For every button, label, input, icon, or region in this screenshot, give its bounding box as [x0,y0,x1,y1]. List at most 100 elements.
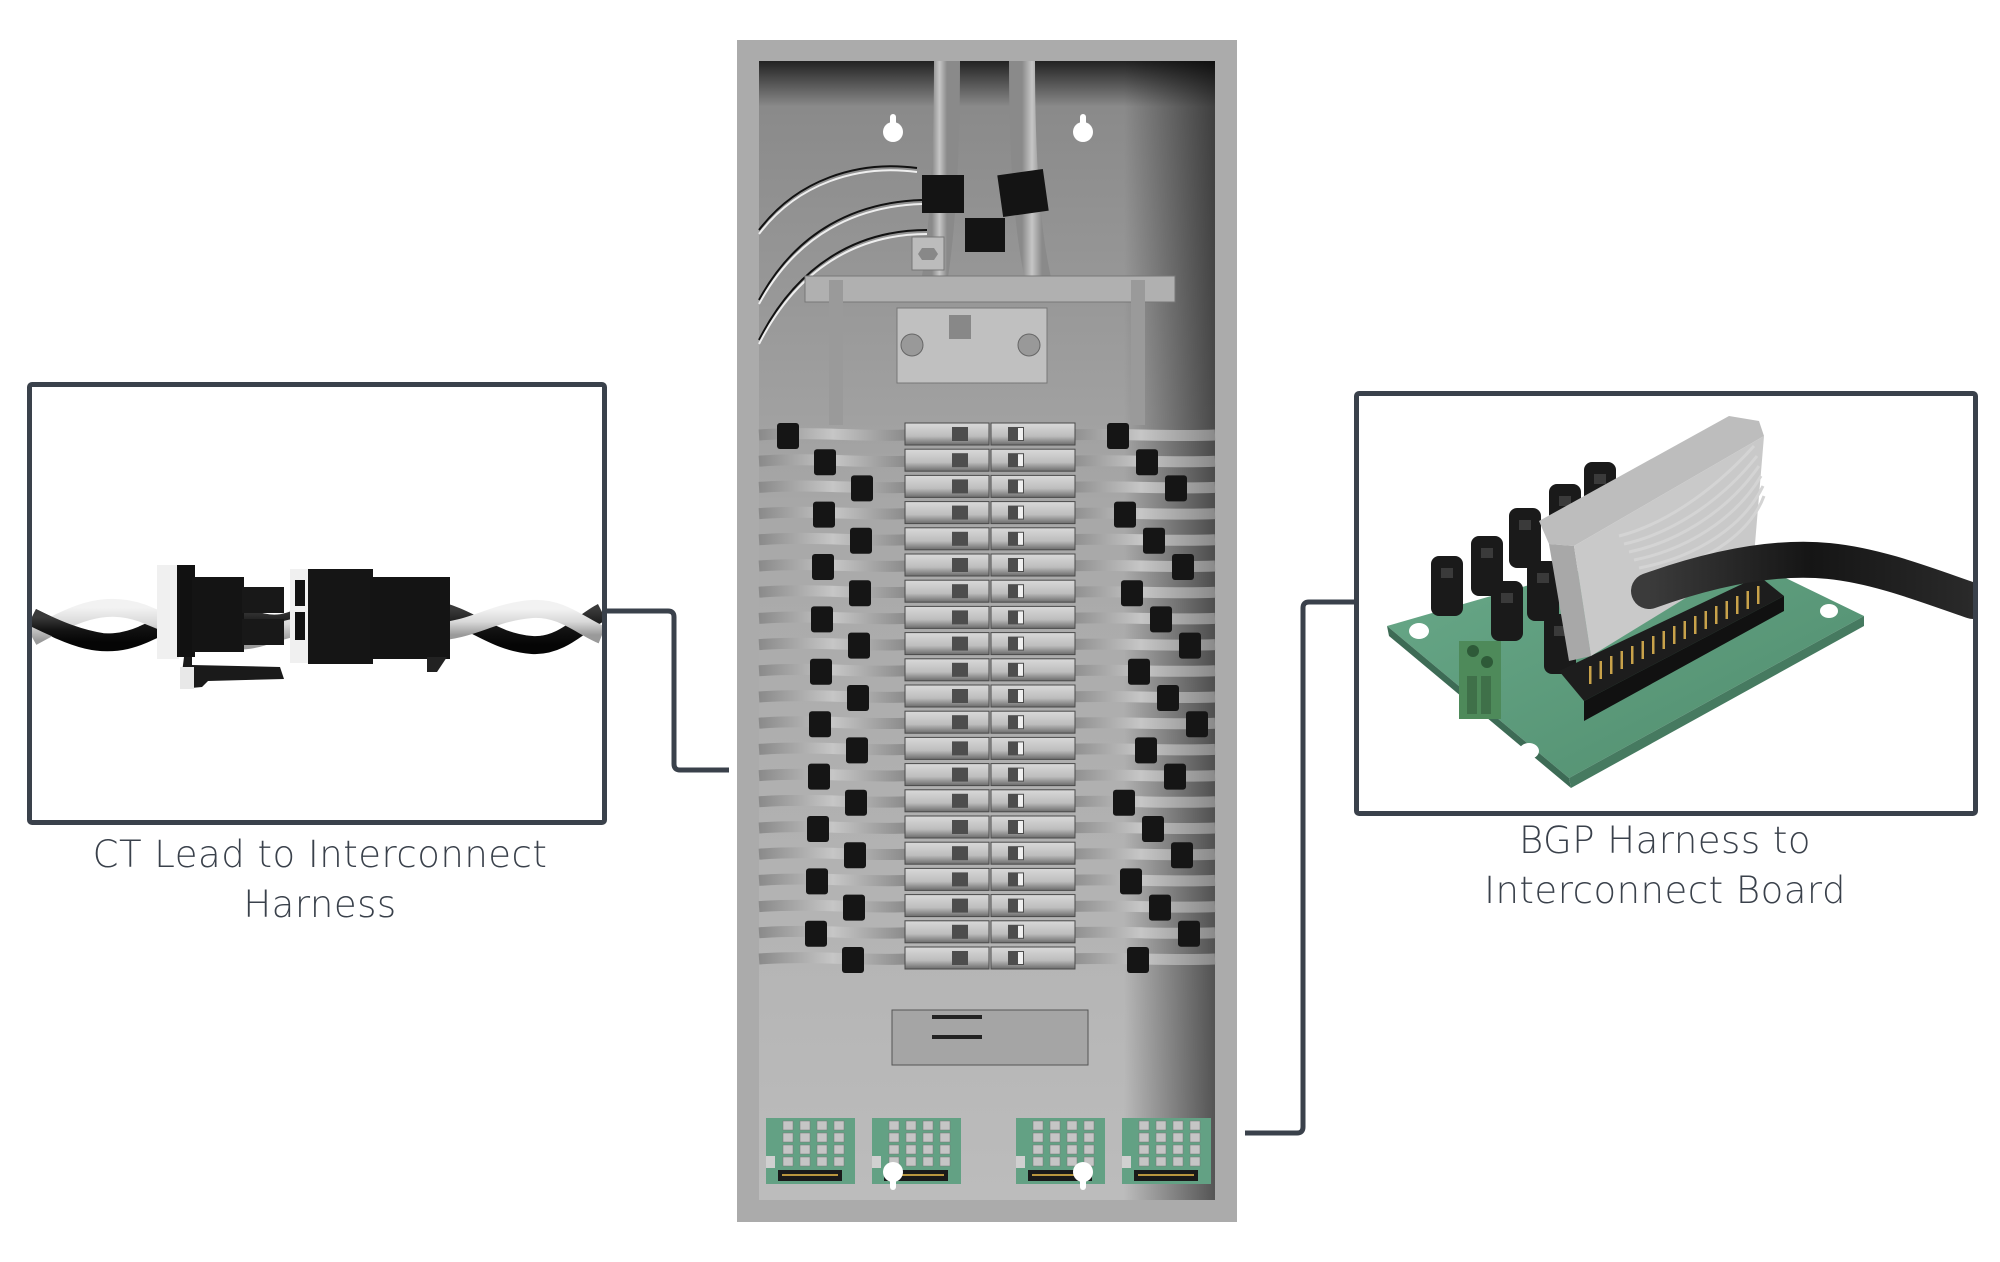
breaker-handle [952,924,968,939]
ct-sensor [849,580,871,607]
ct-jack [1083,1132,1095,1143]
breaker-right [990,579,1076,603]
bgp-harness-caption-line-1: BGP Harness to [1518,819,1812,862]
keyhole-mount [1073,1162,1093,1190]
ct-jack [905,1120,917,1131]
breaker-left [904,920,990,944]
keyhole-mount [883,1162,903,1190]
branch-cable [758,532,908,546]
ct-jack [939,1120,951,1131]
breaker-row [904,605,1076,629]
ct-sensor [843,894,865,921]
ct-jack [1066,1132,1078,1143]
main-breaker [804,236,1176,425]
branch-cable [758,742,908,756]
ct-jack [1049,1132,1061,1143]
breaker-left [904,815,990,839]
ct-jack [1138,1144,1150,1155]
ct-sensor [777,423,799,449]
branch-cable [758,873,908,887]
breaker-right [990,946,1076,970]
ct-jack [1189,1156,1201,1167]
ct-jack [833,1144,845,1155]
ct-jack [1172,1132,1184,1143]
ct-jack [922,1132,934,1143]
breaker-handle [952,662,968,677]
breaker-left [904,553,990,577]
breaker-right [990,920,1076,944]
ct-lead-callout-box [27,382,607,825]
interconnect-board [1122,1118,1211,1184]
ct-jack [922,1156,934,1167]
ct-sensor [809,711,831,738]
shielded-cable [1631,541,1973,619]
ct-sensor [1164,763,1186,790]
ct-jack [1155,1120,1167,1131]
ct-jack [1138,1156,1150,1167]
neutral-bar-right [1131,280,1145,425]
branch-cable [758,611,908,625]
ct-sensor [810,658,832,685]
ct-jack [1049,1120,1061,1131]
breaker-left [904,946,990,970]
ct-jack [1049,1144,1061,1155]
breaker-left [904,867,990,891]
ct-sensor [847,685,869,711]
breaker-right [990,658,1076,682]
branch-cable [758,663,908,677]
ct-sensor [1178,920,1200,947]
breaker-row [904,894,1076,918]
breaker-left [904,501,990,525]
ct-sensor [814,449,836,476]
ct-sensor [1171,842,1193,869]
breaker-handle [952,531,968,546]
branch-cable [758,480,908,494]
breaker-handle [952,479,968,494]
ct-jack [1138,1132,1150,1143]
ct-sensor [1150,606,1172,633]
ct-sensor [922,175,964,213]
keyhole-mount [1073,114,1093,142]
breaker-row [904,579,1076,603]
ct-jack [1083,1144,1095,1155]
branch-cable [1066,848,1216,861]
breaker-row [904,448,1076,472]
ct-lead-leader-line [605,608,729,773]
ct-jack [816,1156,828,1167]
branch-cable [758,952,908,965]
mounting-hole [1409,623,1429,639]
ct-lead-caption: CT Lead to Interconnect Harness [20,830,620,930]
keyhole-mount [883,114,903,142]
ct-lead-caption-line-1: CT Lead to Interconnect [92,833,548,876]
breaker-right [990,736,1076,760]
breaker-handle [952,898,968,913]
breaker-row [904,789,1076,813]
breaker-row [904,710,1076,734]
ribbon-wires [1618,444,1766,578]
ct-jack [939,1144,951,1155]
bgp-harness-callout-box [1354,391,1978,816]
ct-jack [1066,1120,1078,1131]
ct-jack [888,1132,900,1143]
ct-sensor [1179,632,1201,659]
branch-cable [1066,533,1216,546]
ct-jack [1172,1156,1184,1167]
branch-cable [758,637,908,651]
branch-cable [758,821,908,834]
ct-jack [905,1144,917,1155]
ct-jack [1066,1156,1078,1167]
breaker-right [990,789,1076,813]
branch-cable [1066,795,1216,808]
breaker-left [904,658,990,682]
interconnect-board-illustration [1387,416,1973,788]
terminal-block [766,1156,775,1168]
branch-cable [1066,612,1216,625]
ct-leads-top [758,165,928,345]
breaker-row [904,684,1076,708]
branch-cable [758,925,908,939]
breaker-left [904,527,990,551]
ct-sensor [1149,894,1171,921]
breaker-right [990,422,1076,446]
breaker-row [904,946,1076,970]
breaker-handle [952,872,968,887]
